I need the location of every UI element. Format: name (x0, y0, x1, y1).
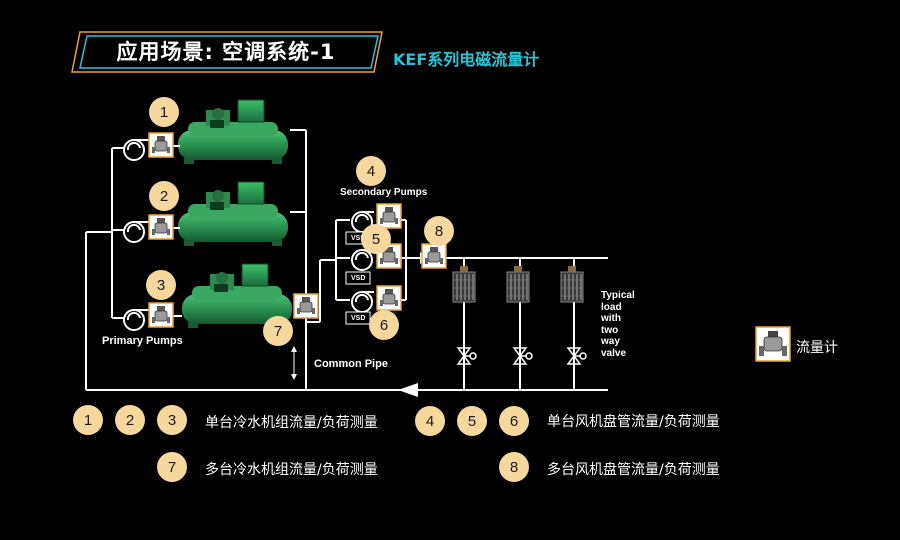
typical-load-line: valve (601, 347, 627, 359)
vsd-label-1: VSD (351, 235, 366, 242)
typical-load-line: load (601, 301, 622, 313)
legend-text-single-chiller: 单台冷水机组流量/负荷测量 (205, 415, 378, 431)
fan-coil-3 (560, 265, 584, 303)
legend-text-multi-chiller: 多台冷水机组流量/负荷测量 (205, 462, 378, 478)
vsd-label-2: VSD (351, 275, 366, 282)
legend-text-single-fancoil: 单台风机盘管流量/负荷测量 (547, 414, 720, 430)
typical-load-line: two (601, 324, 619, 336)
primary-pumps-label: Primary Pumps (102, 335, 183, 347)
badge-8: 8 (424, 216, 454, 246)
typical-load-label: Typical load with two way valve (601, 290, 651, 359)
badge-5: 5 (361, 224, 391, 254)
common-pipe-label: Common Pipe (314, 358, 388, 370)
typical-load-line: way (601, 336, 620, 347)
legend-badge-4: 4 (415, 406, 445, 436)
secondary-pump-3 (351, 291, 375, 313)
flow-meter-icon-3 (148, 302, 174, 328)
vsd-label-3: VSD (351, 315, 366, 322)
page-subtitle: KEF系列电磁流量计 (393, 50, 540, 69)
title-frame (71, 31, 383, 73)
page-title: 应用场景: 空调系统-1 (116, 40, 336, 64)
legend-badge-3: 3 (157, 405, 187, 435)
vsd-boxes (345, 231, 371, 325)
two-way-valve-1 (457, 347, 477, 365)
flow-meter-legend-icon (755, 326, 791, 362)
chiller-1 (177, 99, 289, 165)
legend-badge-1: 1 (73, 405, 103, 435)
fan-coil-1 (452, 265, 476, 303)
flow-meter-icon-2 (148, 214, 174, 240)
badge-4: 4 (356, 156, 386, 186)
flow-meter-icon-1 (148, 132, 174, 158)
typical-load-line: Typical (601, 290, 635, 301)
legend-badge-5: 5 (457, 406, 487, 436)
badge-2: 2 (149, 181, 179, 211)
legend-badge-6: 6 (499, 406, 529, 436)
flow-meter-icon-6 (376, 285, 402, 311)
flow-meter-icon-7 (293, 293, 319, 319)
primary-loop-pipes (85, 129, 608, 391)
legend-badge-2: 2 (115, 405, 145, 435)
primary-pump-3 (123, 309, 147, 331)
primary-pump-1 (123, 139, 147, 161)
two-way-valve-2 (513, 347, 533, 365)
secondary-pumps-label: Secondary Pumps (340, 187, 428, 198)
badge-7: 7 (263, 316, 293, 346)
flow-meter-icon-8 (421, 243, 447, 269)
flow-meter-legend-label: 流量计 (796, 340, 838, 356)
chiller-2 (177, 181, 289, 247)
typical-load-line: with (601, 313, 621, 324)
primary-pump-2 (123, 221, 147, 243)
legend-badge-8: 8 (499, 452, 529, 482)
badge-6: 6 (369, 310, 399, 340)
legend-badge-7: 7 (157, 452, 187, 482)
badge-1: 1 (149, 97, 179, 127)
two-way-valve-3 (567, 347, 587, 365)
fan-coil-2 (506, 265, 530, 303)
badge-3: 3 (146, 270, 176, 300)
legend-text-multi-fancoil: 多台风机盘管流量/负荷测量 (547, 462, 720, 478)
